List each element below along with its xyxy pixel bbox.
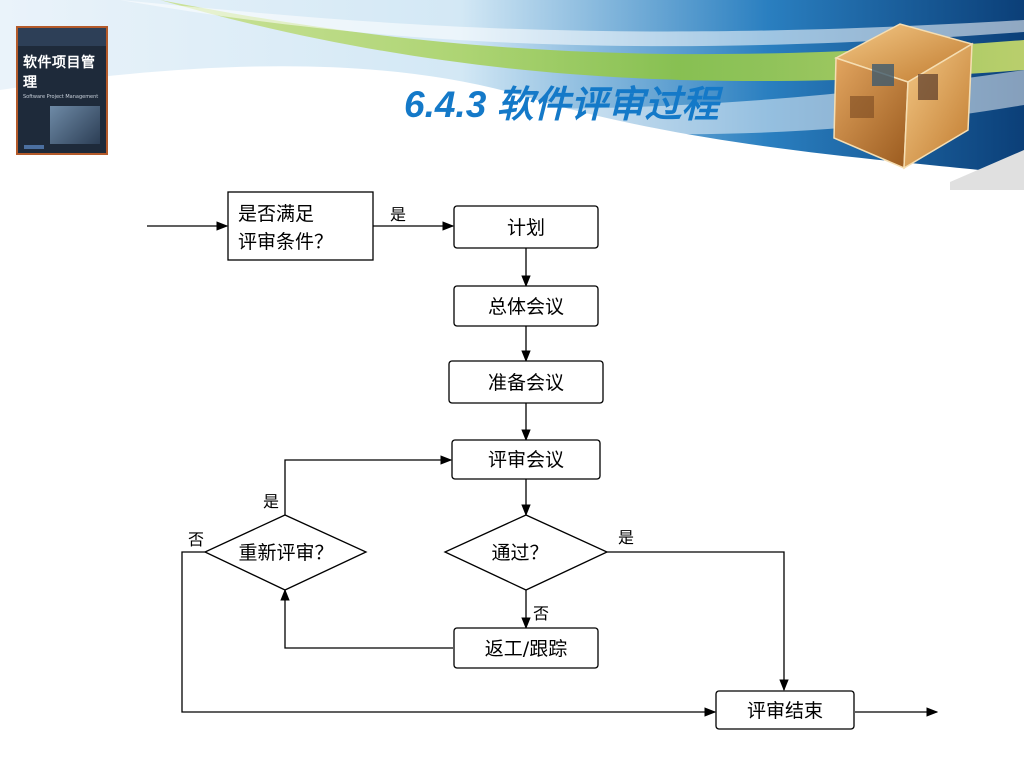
slide-title: 6.4.3 软件评审过程: [404, 84, 719, 125]
node-prep-meeting-label: 准备会议: [488, 372, 564, 394]
book-cover-subtitle: Software Project Management: [23, 94, 99, 100]
node-passed-decision-label: 通过？: [491, 542, 548, 564]
node-passed-decision-shape: [443, 514, 609, 591]
node-overall-meeting-label: 总体会议: [488, 296, 564, 318]
edge-rereview-yes-to-review: [284, 455, 453, 515]
edge-label-passed-no: 否: [533, 604, 549, 623]
node-review-meeting-box: [451, 439, 601, 480]
edge-label-rereview-yes: 是: [263, 492, 279, 511]
node-prep-meeting-box: [448, 360, 604, 404]
node-condition-line1: 是否满足: [238, 203, 314, 225]
node-plan-box: [453, 205, 599, 249]
node-rereview-decision-shape: [203, 514, 368, 591]
rubiks-cube-decoration: [833, 23, 974, 170]
node-review-end-box: [715, 690, 855, 730]
book-cover: 软件项目管理 Software Project Management: [16, 26, 108, 155]
edge-label-rereview-no: 否: [188, 530, 204, 549]
edge-label-passed-yes: 是: [618, 528, 634, 547]
node-rework-box: [453, 627, 599, 669]
node-rereview-decision-label: 重新评审？: [238, 542, 333, 564]
edge-rework-to-rereview: [280, 588, 453, 649]
node-rework-label: 返工/跟踪: [485, 638, 567, 660]
node-review-meeting-label: 评审会议: [488, 449, 564, 471]
node-condition-box: [227, 191, 374, 261]
node-plan-label: 计划: [507, 217, 545, 239]
edge-passed-yes-to-end: [607, 551, 789, 692]
node-overall-meeting-box: [453, 285, 599, 327]
node-review-end-label: 评审结束: [747, 700, 823, 722]
node-condition-line2: 评审条件？: [238, 231, 333, 253]
slide-header-banner: [0, 0, 1024, 190]
book-cover-title: 软件项目管理: [23, 55, 96, 91]
edge-rereview-no-to-end: [181, 551, 717, 717]
edge-label-condition-yes: 是: [390, 205, 406, 224]
